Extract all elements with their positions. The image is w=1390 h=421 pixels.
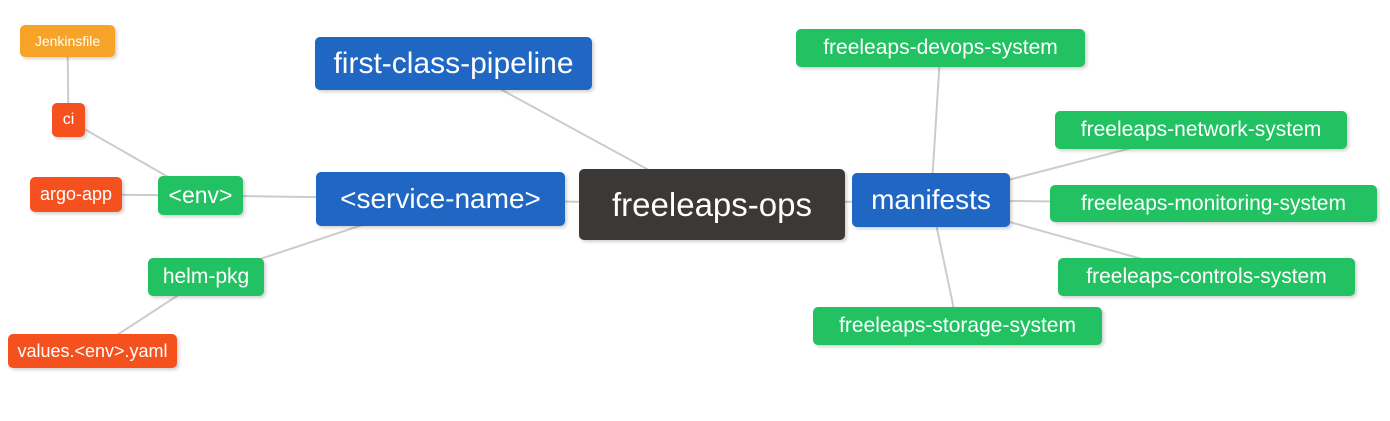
node-freeleaps-controls-system[interactable]: freeleaps-controls-system (1058, 258, 1355, 296)
node-label: freeleaps-storage-system (839, 314, 1076, 337)
node-first-class-pipeline[interactable]: first-class-pipeline (315, 37, 592, 90)
node-label: freeleaps-network-system (1080, 118, 1322, 141)
node-label: first-class-pipeline (333, 46, 574, 80)
node-label: values.<env>.yaml (17, 340, 168, 361)
node-service-name[interactable]: <service-name> (316, 172, 565, 226)
node-values-env-yaml[interactable]: values.<env>.yaml (8, 334, 177, 368)
node-label: argo-app (39, 184, 113, 204)
node-helm-pkg[interactable]: helm-pkg (148, 258, 264, 296)
node-freeleaps-monitoring-system[interactable]: freeleaps-monitoring-system (1050, 185, 1377, 222)
node-jenkinsfile[interactable]: Jenkinsfile (20, 25, 115, 57)
node-argo-app[interactable]: argo-app (30, 177, 122, 212)
node-label: freeleaps-controls-system (1086, 265, 1327, 288)
node-label: freeleaps-ops (612, 185, 812, 223)
node-freeleaps-storage-system[interactable]: freeleaps-storage-system (813, 307, 1102, 345)
node-label: ci (62, 111, 75, 128)
node-label: manifests (871, 184, 991, 215)
node-manifests[interactable]: manifests (852, 173, 1010, 227)
node-freeleaps-network-system[interactable]: freeleaps-network-system (1055, 111, 1347, 149)
node-freeleaps-devops-system[interactable]: freeleaps-devops-system (796, 29, 1085, 67)
node-label: freeleaps-devops-system (823, 36, 1058, 59)
node-env[interactable]: <env> (158, 176, 243, 215)
node-ci[interactable]: ci (52, 103, 85, 137)
node-label: freeleaps-monitoring-system (1081, 191, 1346, 215)
node-label: <service-name> (340, 183, 541, 214)
node-label: Jenkinsfile (34, 33, 101, 49)
node-freeleaps-ops[interactable]: freeleaps-ops (579, 169, 845, 240)
node-label: helm-pkg (162, 265, 250, 288)
node-label: <env> (168, 182, 233, 208)
